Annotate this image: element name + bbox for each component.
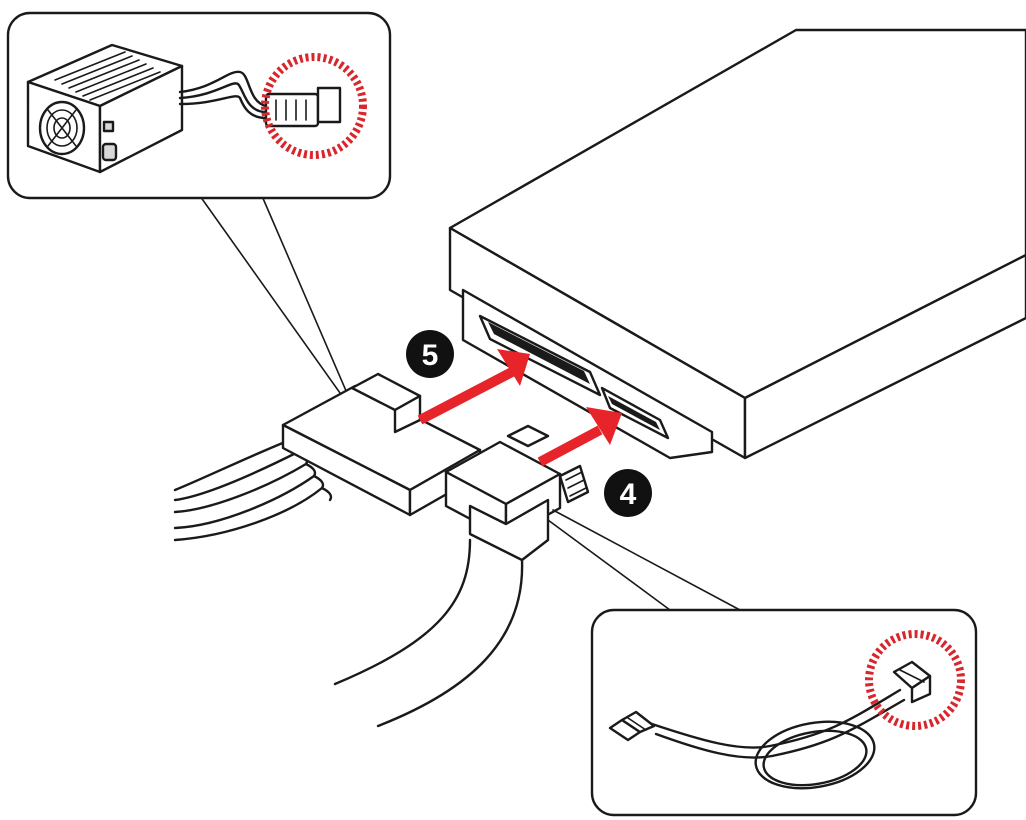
step-4-badge: 4 [604, 469, 652, 517]
sata-data-connector [333, 424, 590, 728]
psu-connector-highlight-ring [261, 53, 367, 159]
step-5-label: 5 [422, 339, 439, 372]
step-5-badge: 5 [406, 330, 454, 378]
sata-data-port [600, 386, 670, 440]
arrow-step-5 [417, 349, 530, 425]
sata-data-cable-icon [608, 660, 932, 790]
sata-cable-callout [547, 509, 978, 817]
psu-callout [6, 11, 392, 401]
psu-vent-lines [54, 51, 161, 101]
sata-power-port [478, 314, 602, 397]
sata-power-cable [173, 372, 482, 542]
sata-cable-connector-highlight-ring [865, 630, 965, 730]
sata-drive-icon [448, 28, 1026, 460]
step-4-label: 4 [620, 478, 637, 511]
arrow-step-4 [537, 407, 622, 467]
power-supply-icon [26, 43, 342, 174]
